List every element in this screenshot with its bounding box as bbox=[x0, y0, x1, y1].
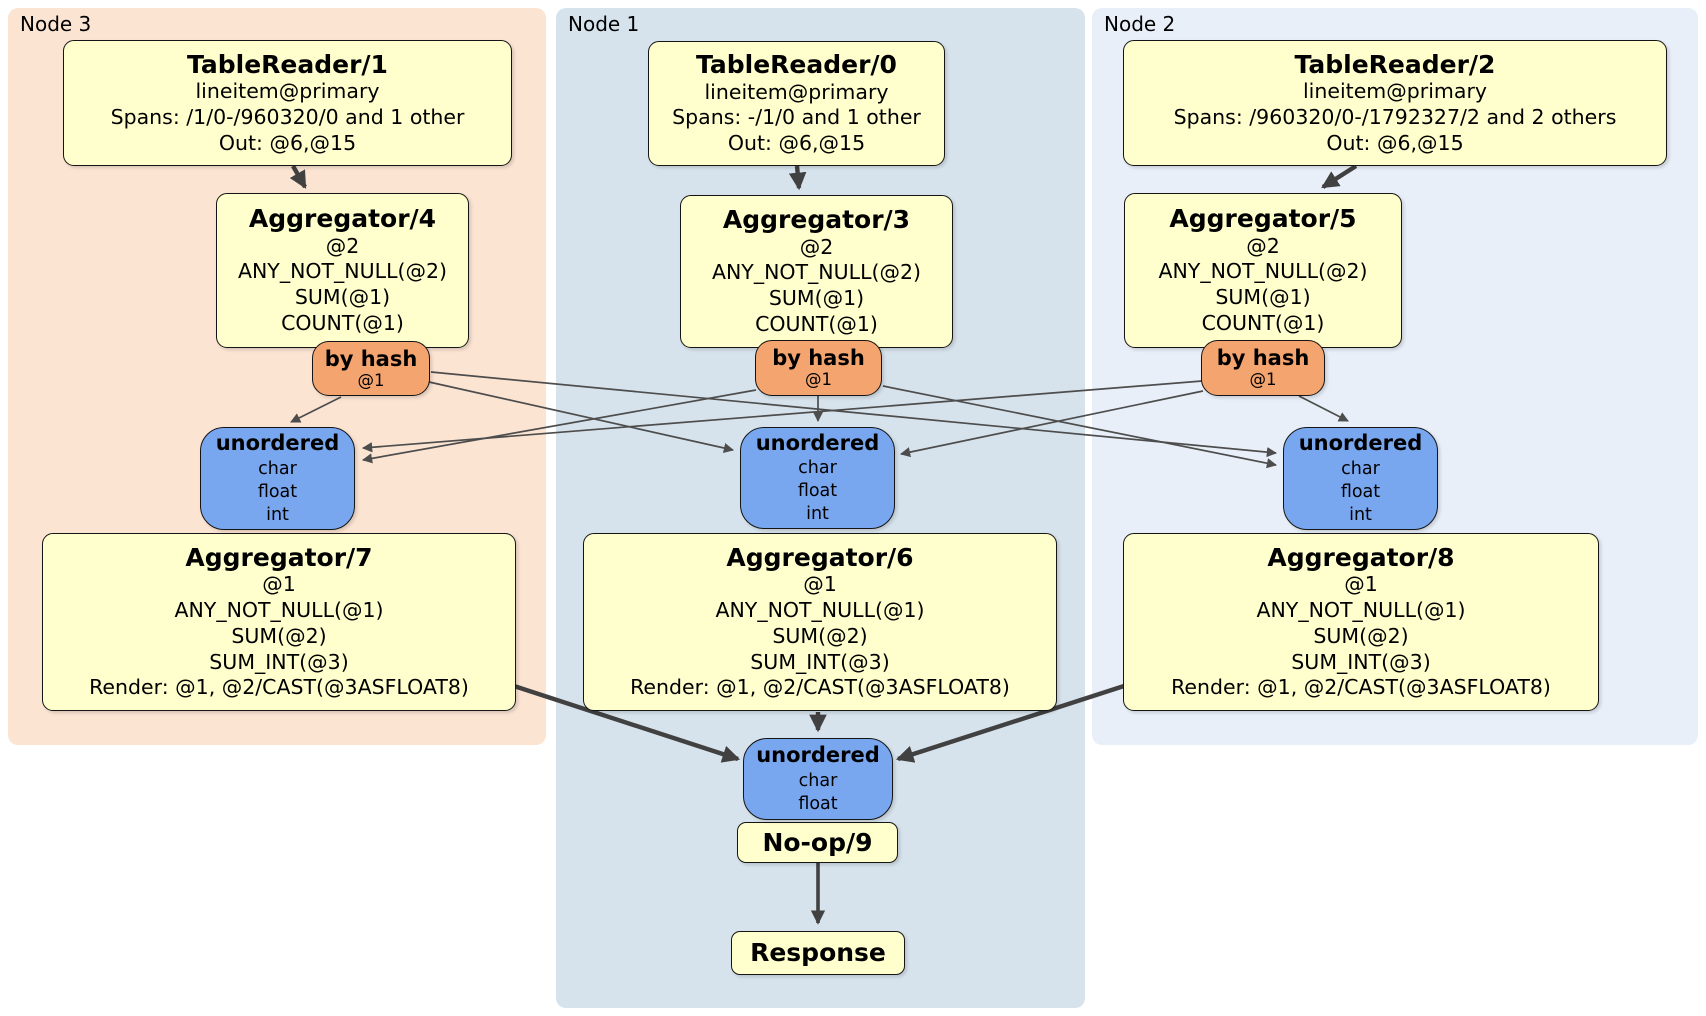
router-key: @1 bbox=[805, 370, 832, 390]
sync-unordered-node2: unordered char float int bbox=[1283, 427, 1438, 530]
processor-detail: Spans: -/1/0 and 1 other bbox=[672, 105, 921, 130]
processor-detail: SUM(@1) bbox=[294, 285, 391, 310]
processor-detail: Out: @6,@15 bbox=[727, 131, 866, 156]
processor-title: TableReader/1 bbox=[187, 49, 388, 79]
processor-detail: lineitem@primary bbox=[704, 79, 889, 104]
processor-tablereader-1: TableReader/1 lineitem@primary Spans: /1… bbox=[63, 40, 512, 166]
sync-column: float bbox=[797, 481, 838, 502]
processor-title: No-op/9 bbox=[762, 827, 873, 857]
processor-detail: lineitem@primary bbox=[1302, 79, 1488, 103]
processor-detail: ANY_NOT_NULL(@1) bbox=[1256, 598, 1466, 622]
processor-noop-9: No-op/9 bbox=[737, 822, 898, 863]
processor-aggregator-4: Aggregator/4 @2 ANY_NOT_NULL(@2) SUM(@1)… bbox=[216, 193, 469, 348]
processor-detail: @1 bbox=[1344, 572, 1378, 597]
processor-title: Response bbox=[750, 938, 886, 968]
processor-detail: Spans: /960320/0-/1792327/2 and 2 others bbox=[1173, 104, 1617, 129]
sync-column: int bbox=[266, 504, 289, 525]
router-by-hash-node2: by hash @1 bbox=[1201, 340, 1325, 396]
sync-title: unordered bbox=[755, 430, 880, 455]
processor-detail: ANY_NOT_NULL(@2) bbox=[1158, 259, 1368, 284]
processor-title: TableReader/2 bbox=[1294, 49, 1496, 79]
processor-detail: SUM(@2) bbox=[772, 623, 868, 648]
processor-aggregator-7: Aggregator/7 @1 ANY_NOT_NULL(@1) SUM(@2)… bbox=[42, 533, 516, 711]
processor-detail: ANY_NOT_NULL(@1) bbox=[715, 598, 925, 622]
sync-column: char bbox=[798, 770, 838, 791]
processor-detail: Out: @6,@15 bbox=[218, 130, 357, 155]
processor-detail: @2 bbox=[799, 234, 834, 259]
sync-title: unordered bbox=[756, 743, 880, 768]
processor-detail: ANY_NOT_NULL(@2) bbox=[711, 260, 922, 285]
processor-title: TableReader/0 bbox=[696, 50, 897, 79]
sync-column: int bbox=[1349, 504, 1372, 525]
router-by-hash-node1: by hash @1 bbox=[755, 340, 882, 396]
sync-column: char bbox=[798, 458, 837, 478]
sync-unordered-node1: unordered char float int bbox=[740, 427, 895, 529]
sync-unordered-node3: unordered char float int bbox=[200, 427, 355, 530]
processor-tablereader-2: TableReader/2 lineitem@primary Spans: /9… bbox=[1123, 40, 1667, 166]
processor-detail: COUNT(@1) bbox=[755, 312, 878, 337]
processor-aggregator-5: Aggregator/5 @2 ANY_NOT_NULL(@2) SUM(@1)… bbox=[1124, 193, 1402, 348]
processor-title: Aggregator/5 bbox=[1169, 204, 1357, 234]
processor-detail: Render: @1, @2/CAST(@3ASFLOAT8) bbox=[630, 675, 1010, 700]
processor-title: Aggregator/8 bbox=[1267, 542, 1455, 572]
processor-detail: SUM(@2) bbox=[231, 623, 327, 648]
processor-detail: SUM(@2) bbox=[1313, 623, 1409, 648]
processor-aggregator-8: Aggregator/8 @1 ANY_NOT_NULL(@1) SUM(@2)… bbox=[1123, 533, 1599, 711]
router-title: by hash bbox=[324, 346, 418, 371]
processor-detail: Render: @1, @2/CAST(@3ASFLOAT8) bbox=[89, 675, 469, 700]
processor-detail: @1 bbox=[262, 572, 296, 597]
processor-tablereader-0: TableReader/0 lineitem@primary Spans: -/… bbox=[648, 41, 945, 166]
response-node: Response bbox=[731, 931, 905, 975]
sync-column: float bbox=[1340, 481, 1381, 502]
processor-title: Aggregator/6 bbox=[726, 542, 914, 572]
processor-aggregator-3: Aggregator/3 @2 ANY_NOT_NULL(@2) SUM(@1)… bbox=[680, 195, 953, 348]
sync-column: char bbox=[258, 458, 297, 479]
router-by-hash-node3: by hash @1 bbox=[312, 341, 430, 396]
router-key: @1 bbox=[357, 370, 385, 390]
processor-detail: SUM_INT(@3) bbox=[209, 649, 349, 674]
processor-detail: SUM_INT(@3) bbox=[1291, 649, 1431, 674]
processor-detail: ANY_NOT_NULL(@2) bbox=[237, 259, 448, 284]
sync-title: unordered bbox=[1298, 431, 1423, 456]
router-title: by hash bbox=[772, 346, 865, 371]
sync-column: char bbox=[1341, 458, 1380, 479]
sync-unordered-final: unordered char float bbox=[743, 738, 893, 820]
processor-title: Aggregator/4 bbox=[248, 204, 437, 234]
sync-title: unordered bbox=[215, 431, 340, 456]
sync-column: float bbox=[798, 793, 838, 814]
router-title: by hash bbox=[1216, 346, 1310, 371]
processor-detail: COUNT(@1) bbox=[1201, 311, 1325, 336]
processor-detail: Out: @6,@15 bbox=[1326, 130, 1464, 155]
processor-detail: SUM_INT(@3) bbox=[750, 649, 890, 674]
processor-detail: SUM(@1) bbox=[768, 286, 865, 311]
processor-detail: ANY_NOT_NULL(@1) bbox=[174, 598, 384, 622]
router-key: @1 bbox=[1249, 370, 1277, 390]
sync-column: int bbox=[806, 504, 829, 525]
processor-detail: @2 bbox=[325, 233, 360, 258]
node-group-3-label: Node 3 bbox=[20, 12, 92, 36]
sync-column: float bbox=[257, 481, 298, 502]
processor-detail: @2 bbox=[1246, 233, 1280, 258]
processor-detail: Spans: /1/0-/960320/0 and 1 other bbox=[110, 104, 465, 129]
processor-detail: @1 bbox=[803, 572, 837, 597]
node-group-2-label: Node 2 bbox=[1104, 12, 1176, 36]
processor-title: Aggregator/3 bbox=[722, 205, 911, 235]
processor-title: Aggregator/7 bbox=[185, 542, 373, 572]
processor-detail: Render: @1, @2/CAST(@3ASFLOAT8) bbox=[1171, 675, 1551, 700]
processor-detail: COUNT(@1) bbox=[281, 311, 404, 336]
processor-detail: lineitem@primary bbox=[195, 79, 380, 103]
processor-aggregator-6: Aggregator/6 @1 ANY_NOT_NULL(@1) SUM(@2)… bbox=[583, 533, 1057, 711]
processor-detail: SUM(@1) bbox=[1215, 285, 1311, 310]
node-group-1-label: Node 1 bbox=[568, 12, 640, 36]
